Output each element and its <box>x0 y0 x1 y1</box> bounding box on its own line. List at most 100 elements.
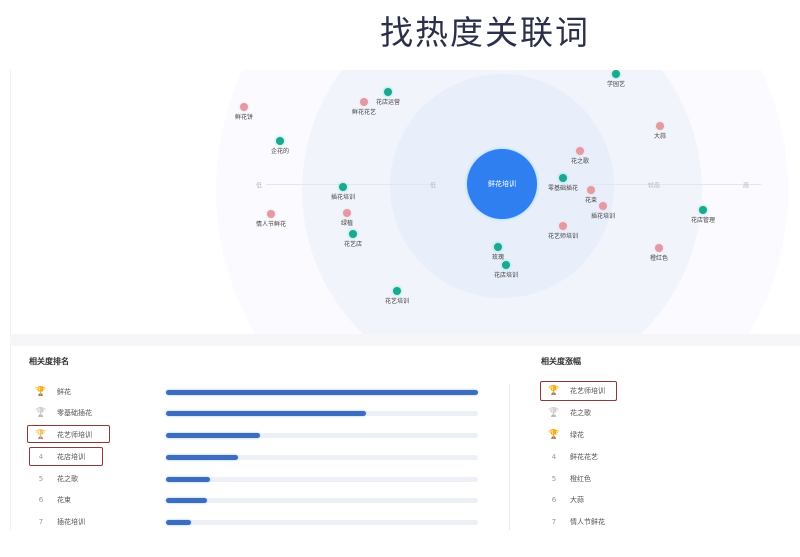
graph-node[interactable]: 花店运营 <box>376 88 400 106</box>
panel-divider <box>509 384 510 530</box>
relevance-bar-fill <box>166 455 238 460</box>
index-label: 橙红色 <box>570 475 591 483</box>
rank-number: 4 <box>551 453 557 461</box>
node-dot-icon <box>501 261 510 269</box>
node-label: 花艺师培训 <box>547 233 579 240</box>
node-dot-icon <box>598 202 607 210</box>
index-row[interactable]: 🏆绿花 <box>548 427 584 443</box>
graph-node[interactable]: 花之歌 <box>571 147 589 165</box>
graph-node[interactable]: 花店管理 <box>691 206 715 224</box>
graph-node[interactable]: 花艺师培训 <box>548 222 578 240</box>
node-dot-icon <box>275 137 284 145</box>
node-dot-icon <box>575 147 584 155</box>
node-dot-icon <box>266 210 275 218</box>
trophy-gold-icon: 🏆 <box>35 387 47 397</box>
node-label: 插花培训 <box>590 213 616 220</box>
relevance-bar <box>166 498 478 503</box>
annotation-highlight-box <box>27 425 110 443</box>
node-label: 花店管理 <box>690 217 716 224</box>
node-dot-icon <box>654 244 663 252</box>
index-row[interactable]: 🏆花之歌 <box>548 405 591 421</box>
rank-number: 6 <box>551 496 557 504</box>
index-label: 情人节鲜花 <box>570 518 605 526</box>
center-keyword-node[interactable]: 鲜花培训 <box>467 149 537 219</box>
node-dot-icon <box>698 206 707 214</box>
graph-node[interactable]: 插花培训 <box>591 202 615 220</box>
node-dot-icon <box>342 209 351 217</box>
node-dot-icon <box>383 88 392 96</box>
node-label: 花之歌 <box>570 158 590 165</box>
graph-node[interactable]: 花艺培训 <box>385 287 409 305</box>
relation-graph-panel: 低低较高高 鲜花培训 鲜花饼企花的花店运营鲜花花艺学园艺大蒜花之歌插花培训零基础… <box>10 70 800 334</box>
relevance-bar-fill <box>166 390 478 395</box>
ranking-label: 插花培训 <box>57 518 85 526</box>
ranking-label: 零基础插花 <box>57 409 92 417</box>
node-dot-icon <box>348 230 357 238</box>
node-label: 零基础插花 <box>547 185 579 192</box>
graph-axis-label: 低 <box>429 182 437 190</box>
graph-node[interactable]: 花店培训 <box>494 261 518 279</box>
graph-node[interactable]: 玫瑰 <box>492 243 504 261</box>
graph-axis-label: 较高 <box>647 182 661 190</box>
index-label: 大蒜 <box>570 496 584 504</box>
rank-number: 5 <box>38 475 44 483</box>
graph-axis-label: 低 <box>255 182 263 190</box>
node-label: 插花培训 <box>330 194 356 201</box>
node-dot-icon <box>586 186 595 194</box>
node-dot-icon <box>239 103 248 111</box>
ranking-row[interactable]: 5 花之歌 <box>35 471 78 487</box>
graph-node[interactable]: 零基础插花 <box>548 174 578 192</box>
graph-node[interactable]: 企花的 <box>271 137 289 155</box>
node-label: 学园艺 <box>606 81 626 88</box>
node-dot-icon <box>493 243 502 251</box>
trophy-bronze-icon: 🏆 <box>35 430 47 440</box>
ranking-row[interactable]: 🏆 鲜花 <box>35 384 71 400</box>
ranking-label: 花艺师培训 <box>57 431 92 439</box>
relevance-bar <box>166 455 478 460</box>
ranking-title: 相关度排名 <box>29 357 69 366</box>
ranking-row[interactable]: 🏆 花艺师培训 <box>35 427 92 443</box>
index-label: 花之歌 <box>570 409 591 417</box>
graph-node[interactable]: 插花培训 <box>331 183 355 201</box>
trophy-silver-icon: 🏆 <box>35 408 47 418</box>
node-label: 鲜花饼 <box>234 114 254 121</box>
node-dot-icon <box>558 222 567 230</box>
node-label: 花店运营 <box>375 99 401 106</box>
index-row[interactable]: 🏆花艺师培训 <box>548 383 605 399</box>
section-separator <box>10 334 800 346</box>
node-dot-icon <box>392 287 401 295</box>
graph-node[interactable]: 学园艺 <box>607 70 625 88</box>
node-label: 花艺店 <box>343 241 363 248</box>
ranking-label: 花之歌 <box>57 475 78 483</box>
graph-node[interactable]: 大蒜 <box>654 122 666 140</box>
graph-node[interactable]: 鲜花饼 <box>235 103 253 121</box>
graph-node[interactable]: 情人节鲜花 <box>256 210 286 228</box>
node-dot-icon <box>655 122 664 130</box>
rank-number: 4 <box>38 453 44 461</box>
graph-node[interactable]: 鲜花花艺 <box>352 98 376 116</box>
node-label: 花束 <box>584 197 598 204</box>
ranking-row[interactable]: 🏆 零基础插花 <box>35 405 92 421</box>
relevance-bar-fill <box>166 433 260 438</box>
graph-node[interactable]: 橙红色 <box>650 244 668 262</box>
graph-node[interactable]: 花艺店 <box>344 230 362 248</box>
annotation-highlight-box <box>540 381 617 401</box>
ranking-label: 鲜花 <box>57 388 71 396</box>
annotation-highlight-box <box>29 447 103 466</box>
node-dot-icon <box>611 70 620 78</box>
index-row[interactable]: 6 大蒜 <box>548 492 584 508</box>
graph-node[interactable]: 花束 <box>585 186 597 204</box>
node-dot-icon <box>338 183 347 191</box>
relevance-bar <box>166 390 478 395</box>
relevance-bar <box>166 477 478 482</box>
relevance-bar <box>166 520 478 525</box>
graph-node[interactable]: 绿植 <box>341 209 353 227</box>
node-label: 情人节鲜花 <box>255 221 287 228</box>
